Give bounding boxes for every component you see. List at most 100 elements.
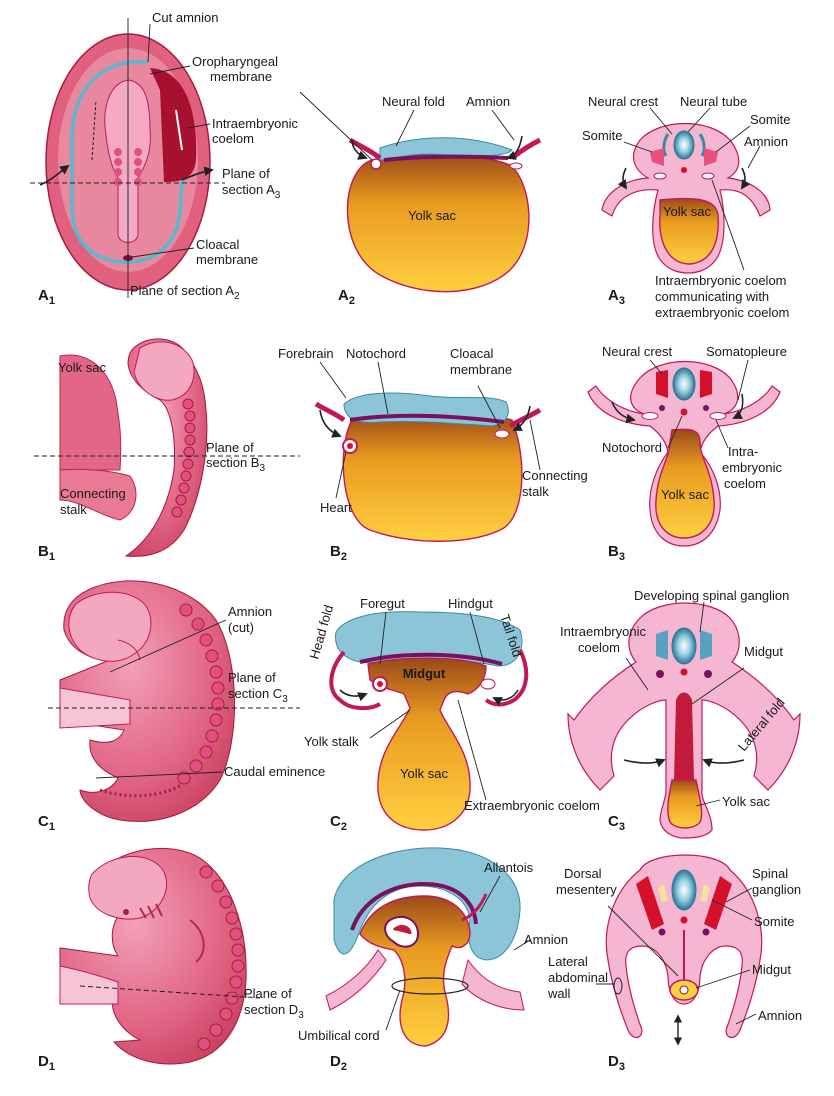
- d2-umbilical-ring: [391, 977, 469, 995]
- d3-leader-midgut: [695, 969, 751, 989]
- d2-leader-umbilical: [385, 989, 401, 1031]
- c1-leader-amnion: [109, 619, 227, 673]
- b3-intra-2: embryonic: [722, 460, 782, 475]
- c3-neural-tube: [671, 627, 697, 665]
- panel-label-d1: D1: [38, 1053, 55, 1073]
- a3-leader-tube: [687, 107, 711, 133]
- a1-plane-2: section A3: [222, 182, 281, 201]
- c2-hindgut-label: Hindgut: [448, 596, 493, 611]
- b3-yolk-sac-label: Yolk sac: [661, 487, 709, 502]
- c3-leader-midgut: [691, 667, 745, 705]
- b1-yolk-sac-label: Yolk sac: [58, 360, 106, 375]
- a1-leader-intra: [187, 123, 211, 129]
- panel-label-a3: A3: [608, 287, 625, 307]
- a3-neural-tube: [673, 130, 695, 160]
- panel-b2: Forebrain Notochord Cloacal membrane Hea…: [278, 346, 588, 542]
- c3-arrow-r: [702, 758, 745, 768]
- a1-leader-cloacal: [131, 247, 195, 258]
- a3-leader-crest: [649, 107, 673, 135]
- a1-cloacal-2: membrane: [196, 252, 258, 267]
- a3-leader-amnion: [747, 145, 761, 169]
- b2-leader-stalk: [529, 419, 541, 471]
- b2-endoderm: [349, 413, 505, 424]
- b3-coelom-r: [709, 412, 727, 420]
- d3-ganglion-l: [636, 876, 664, 930]
- c2-gut: [367, 657, 487, 831]
- a1-arrow-right: [181, 166, 214, 181]
- d3-neural-tube: [671, 869, 697, 911]
- b3-coelom-l: [641, 412, 659, 420]
- c2-leader-foregut: [379, 611, 387, 665]
- b3-arrow-l: [611, 401, 636, 424]
- a3-coelom-3: extraembryonic coelom: [655, 305, 789, 320]
- d2-amnion-label: Amnion: [524, 932, 568, 947]
- c1-plane-2: section C3: [228, 686, 288, 705]
- b2-amnion-right: [508, 407, 542, 429]
- a3-arrow-l: [617, 167, 628, 190]
- a3-neural-crest-label: Neural crest: [588, 94, 658, 109]
- panel-c3: Developing spinal ganglion Intraembryoni…: [560, 588, 801, 839]
- b2-leader-heart: [335, 451, 347, 499]
- b1-plane-1: Plane of: [206, 440, 254, 455]
- panel-label-c2: C2: [330, 813, 347, 833]
- panel-c2: Head fold Foregut Hindgut Tail fold Midg…: [304, 596, 600, 831]
- d1-limb: [189, 919, 205, 963]
- a1-plane-1: Plane of: [222, 166, 270, 181]
- b2-leader-cloacal: [477, 385, 501, 429]
- d3-leader-dorsal: [607, 905, 679, 977]
- d2-endoderm: [350, 881, 478, 931]
- b3-arrow-r: [732, 393, 744, 419]
- panel-label-a2: A2: [338, 287, 355, 307]
- a3-yolk: [659, 197, 719, 265]
- d3-lateral-2: abdominal: [548, 970, 608, 985]
- a3-crest-r: [698, 133, 706, 157]
- b2-heart-label: Heart: [320, 500, 352, 515]
- b1-stalk-2: stalk: [60, 502, 87, 517]
- b1-embryo: [124, 338, 208, 557]
- b1-plane-2: section B3: [206, 455, 265, 474]
- panel-b3: Neural crest Somatopleure Notochord Intr…: [587, 344, 787, 547]
- c2-head-fold: Head fold: [306, 603, 336, 661]
- b3-leader-soma: [737, 359, 749, 401]
- b3-crest-l: [656, 370, 668, 398]
- b2-leader-forebrain: [319, 361, 347, 399]
- panel-d1: Plane of section D3: [59, 847, 304, 1065]
- a3-somite-l: [650, 148, 664, 166]
- a1-leader-cut-amnion: [147, 23, 151, 63]
- d3-leader-somite: [711, 899, 753, 921]
- c1-caudal-label: Caudal eminence: [224, 764, 325, 779]
- d3-notochord: [680, 916, 688, 924]
- panel-label-b3: B3: [608, 543, 625, 563]
- panel-label-c3: C3: [608, 813, 625, 833]
- b2-cloacal-2: membrane: [450, 362, 512, 377]
- b3-intra-3: coelom: [724, 476, 766, 491]
- a2-leader-oro-long: [299, 91, 373, 161]
- a3-notochord: [681, 167, 687, 173]
- c3-intra-2: coelom: [578, 640, 620, 655]
- d3-spinal-2: ganglion: [752, 882, 801, 897]
- b2-arrow-right: [512, 405, 531, 431]
- a1-cut-amnion: Cut amnion: [152, 10, 218, 25]
- c2-hindgut-loop: [480, 678, 496, 690]
- panel-d3: Dorsal mesentery Spinal ganglion Somite …: [547, 854, 802, 1046]
- b3-leader-intra: [715, 419, 729, 449]
- b2-notochord-label: Notochord: [346, 346, 406, 361]
- c3-ganglion-label: Developing spinal ganglion: [634, 588, 789, 603]
- b1-somites: [171, 398, 196, 518]
- d2-allantois: [461, 893, 488, 922]
- b2-amnion-left: [314, 401, 346, 423]
- d3-wall-ring: [613, 977, 623, 995]
- a2-arrow-right: [506, 135, 523, 160]
- d2-ectoderm: [333, 847, 521, 961]
- d3-leader-amnion: [735, 1013, 757, 1025]
- c1-caudal-beads: [99, 784, 181, 798]
- c3-intra-1: Intraembryonic: [560, 624, 646, 639]
- c2-midgut-label: Midgut: [403, 666, 446, 681]
- a2-coelom-r: [509, 162, 523, 170]
- a1-cloacal-1: Cloacal: [196, 237, 239, 252]
- panel-a2: Neural fold Amnion Yolk sac: [299, 91, 542, 293]
- b3-neural-tube: [672, 367, 696, 401]
- c3-gut: [674, 692, 694, 780]
- d1-somites: [197, 865, 245, 1051]
- d3-somite-l: [658, 884, 668, 902]
